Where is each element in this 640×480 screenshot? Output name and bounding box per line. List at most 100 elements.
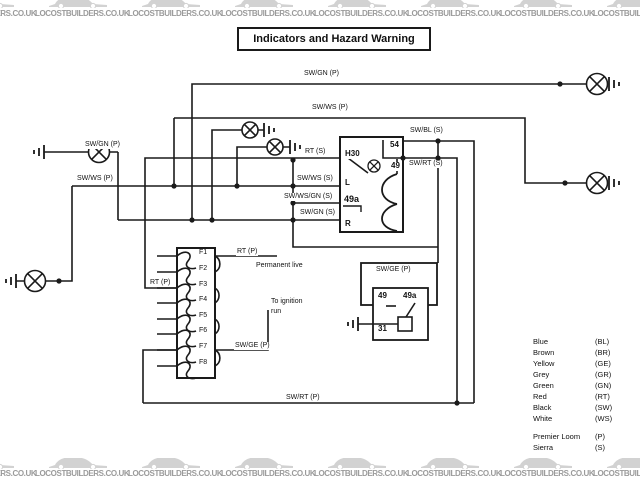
watermark-text: LOCOSTBUILDERS.CO.UK	[314, 9, 409, 18]
watermark-text: LOCOSTBUILDERS.CO.UK	[0, 9, 37, 18]
ground-symbols	[5, 77, 620, 331]
warning-lamp-icon	[266, 138, 284, 156]
watermark-banner-top: LOCOSTBUILDERS.CO.UKLOCOSTBUILDERS.CO.UK…	[0, 0, 640, 22]
wire-label: 31	[377, 324, 388, 334]
car-silhouette-icon	[0, 463, 14, 469]
watermark-unit: LOCOSTBUILDERS.CO.UK	[35, 0, 130, 22]
ground-icon	[33, 145, 45, 159]
wire-label: L	[344, 178, 351, 188]
switch-contact	[347, 157, 369, 174]
watermark-unit: LOCOSTBUILDERS.CO.UK	[407, 0, 502, 22]
fuse-box	[176, 247, 221, 380]
wire-label: SW/GE (P)	[375, 266, 412, 274]
legend-color-code: (WS)	[595, 414, 613, 423]
car-silhouette-icon	[49, 458, 107, 469]
wire-swrt-p-up	[142, 349, 177, 403]
car-silhouette-icon	[607, 458, 640, 469]
wire-label: F8	[198, 359, 209, 367]
legend-color-name: Grey	[533, 370, 550, 379]
switch-notch	[382, 140, 403, 159]
legend-color-code: (GN)	[595, 381, 612, 390]
legend-color-name: Brown	[533, 348, 555, 357]
watermark-unit: LOCOSTBUILDERS.CO.UK	[500, 0, 595, 22]
watermark-unit: LOCOSTBUILDERS.CO.UK	[593, 458, 640, 480]
legend-color-code: (GR)	[595, 370, 612, 379]
watermark-unit: LOCOSTBUILDERS.CO.UK	[128, 0, 223, 22]
legend-color-code: (BR)	[595, 348, 611, 357]
watermark-unit: LOCOSTBUILDERS.CO.UK	[407, 458, 502, 480]
watermark-text: LOCOSTBUILDERS.CO.UK	[128, 9, 223, 18]
ground-icon	[5, 274, 17, 288]
wires	[16, 83, 587, 404]
indicator-lamp-icon	[585, 72, 609, 96]
car-silhouette-icon	[328, 0, 386, 8]
car-silhouette-icon	[514, 0, 572, 8]
legend-row: White(WS)	[533, 414, 612, 425]
wire-label: F3	[198, 281, 209, 289]
watermark-unit: LOCOSTBUILDERS.CO.UK	[128, 458, 223, 480]
relay-contact	[405, 302, 416, 318]
switch-lamp-icon	[367, 159, 381, 173]
watermark-text: LOCOSTBUILDERS.CO.UK	[407, 9, 502, 18]
wire-label: SW/WS (S)	[296, 175, 334, 183]
wire-label: SW/GE (P)	[234, 342, 271, 350]
watermark-text: LOCOSTBUILDERS.CO.UK	[593, 469, 640, 478]
watermark-text: LOCOSTBUILDERS.CO.UK	[35, 9, 130, 18]
wire-swws-p-left	[16, 186, 73, 282]
wire-warnlamp1	[211, 129, 264, 220]
wire-label: RT (P)	[149, 279, 172, 287]
watermark-text: LOCOSTBUILDERS.CO.UK	[221, 9, 316, 18]
watermark-unit: LOCOSTBUILDERS.CO.UK	[221, 0, 316, 22]
wire-label: 54	[389, 140, 400, 150]
car-silhouette-icon	[607, 0, 640, 8]
wire-label: R	[344, 219, 352, 229]
wire-label: 49a	[343, 194, 361, 205]
wire-label: F4	[198, 296, 209, 304]
wire-label: F2	[198, 265, 209, 273]
wire-label: SW/GN (P)	[84, 141, 121, 149]
legend-row: Grey (GR)	[533, 370, 612, 381]
car-silhouette-icon	[142, 458, 200, 469]
legend-color-name: Premier Loom	[533, 432, 581, 441]
car-silhouette-icon	[0, 2, 14, 8]
car-silhouette-icon	[421, 0, 479, 8]
watermark-text: LOCOSTBUILDERS.CO.UK	[407, 469, 502, 478]
legend-row: Black(SW)	[533, 403, 612, 414]
legend-gap	[533, 425, 612, 432]
watermark-text: LOCOSTBUILDERS.CO.UK	[221, 469, 316, 478]
watermark-unit: LOCOSTBUILDERS.CO.UK	[314, 0, 409, 22]
fuse-links	[214, 255, 221, 367]
wire-label: 49a	[402, 291, 418, 301]
wire-label: RT (S)	[304, 148, 327, 156]
junction-dots	[56, 81, 568, 406]
car-silhouette-icon	[328, 458, 386, 469]
legend-color-code: (P)	[595, 432, 605, 441]
ground-icon	[608, 77, 620, 91]
watermark-unit: LOCOSTBUILDERS.CO.UK	[35, 458, 130, 480]
watermark-unit: LOCOSTBUILDERS.CO.UK	[314, 458, 409, 480]
wire-swgn-p-top	[191, 83, 587, 220]
wire-label: SW/RT (P)	[285, 394, 321, 402]
wire-label: SW/GN (P)	[303, 70, 340, 78]
watermark-unit: LOCOSTBUILDERS.CO.UK	[500, 458, 595, 480]
legend-color-code: (SW)	[595, 403, 613, 412]
wire-warnlamp2	[236, 146, 290, 186]
car-silhouette-icon	[421, 458, 479, 469]
wire-49a-to-relay	[292, 160, 438, 248]
ground-icon	[289, 140, 301, 154]
indicator-lamp-icon	[23, 269, 47, 293]
legend-color-code: (RT)	[595, 392, 610, 401]
legend-color-name: Blue	[533, 337, 549, 346]
watermark-banner-bottom: LOCOSTBUILDERS.CO.UKLOCOSTBUILDERS.CO.UK…	[0, 458, 640, 480]
switch-wafer-contacts	[381, 173, 398, 232]
wire-swws-p-top	[174, 117, 587, 184]
ground-icon	[608, 176, 620, 190]
lamp-symbols	[23, 72, 609, 293]
legend-row: Green(GN)	[533, 381, 612, 392]
wire-label: F1	[198, 249, 209, 257]
legend-row: Red(RT)	[533, 392, 612, 403]
watermark-unit: LOCOSTBUILDERS.CO.UK	[221, 458, 316, 480]
car-silhouette-icon	[142, 0, 200, 8]
warning-lamp-icon	[241, 121, 259, 139]
